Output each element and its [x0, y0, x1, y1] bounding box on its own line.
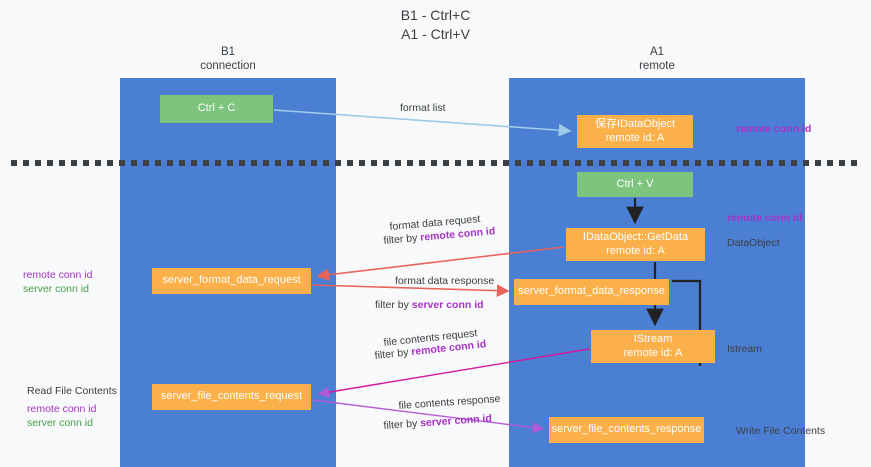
edge-label-format-data-response-filter: filter by server conn id [375, 298, 484, 312]
node-idataobject-getdata[interactable]: IDataObject::GetData remote id: A [566, 228, 705, 261]
node-ctrl-v[interactable]: Ctrl + V [577, 172, 693, 197]
annotation-dataobject: DataObject [727, 237, 780, 249]
title-line-1: B1 - Ctrl+C [400, 7, 471, 23]
annotation-write-file-contents: Write File Contents [736, 425, 826, 437]
node-ctrl-c-label: Ctrl + C [197, 102, 236, 115]
annotation-left-conn-ids-top: remote conn id server conn id [23, 268, 92, 296]
node-save-idataobject-remote-id: remote id: A [605, 131, 665, 144]
node-istream-remote-id: remote id: A [623, 346, 683, 359]
node-idataobject-getdata-label: IDataObject::GetData [582, 231, 689, 243]
node-istream-label: IStream [633, 333, 673, 345]
edge-label-format-data-response-filter-key: server conn id [411, 299, 484, 311]
lane-header-a1-subtitle: remote [639, 59, 675, 72]
dashed-divider [11, 160, 860, 166]
node-save-idataobject[interactable]: 保存IDataObject remote id: A [577, 115, 693, 148]
lane-header-b1: B1 connection [120, 46, 336, 73]
node-save-idataobject-label: 保存IDataObject [594, 118, 676, 130]
edge-label-file-contents-response: file contents response [398, 392, 501, 412]
lane-header-b1-title: B1 [220, 46, 236, 58]
node-server-file-contents-request-label: server_file_contents_request [160, 390, 303, 403]
annotation-left-remote-conn-id-2: remote conn id [27, 403, 97, 415]
edge-label-format-data-response: format data response [395, 275, 495, 287]
edge-label-file-contents-response-filter-key: server conn id [419, 412, 493, 430]
lane-header-a1: A1 remote [509, 46, 805, 73]
edge-label-format-list: format list [400, 102, 446, 114]
node-server-file-contents-request[interactable]: server_file_contents_request [152, 384, 311, 410]
node-server-file-contents-response[interactable]: server_file_contents_response [549, 417, 704, 443]
annotation-left-server-conn-id-1: server conn id [23, 283, 89, 295]
edge-label-file-contents-request-filter-prefix: filter by [374, 346, 412, 362]
annotation-left-remote-conn-id-1: remote conn id [23, 269, 93, 281]
node-server-format-data-request-label: server_format_data_request [162, 274, 301, 287]
annotation-istream: Istream [727, 343, 763, 355]
lane-header-b1-subtitle: connection [200, 59, 256, 72]
edge-label-file-contents-response-filter-prefix: filter by [383, 417, 421, 432]
annotation-remote-conn-id-mid: remote conn id [727, 212, 803, 224]
diagram-title: B1 - Ctrl+C A1 - Ctrl+V [0, 6, 871, 44]
title-line-2: A1 - Ctrl+V [401, 26, 470, 42]
annotation-left-server-conn-id-2: server conn id [27, 417, 93, 429]
node-ctrl-c[interactable]: Ctrl + C [160, 95, 273, 123]
edge-label-format-data-request-filter-prefix: filter by [383, 231, 421, 247]
annotation-read-file-contents: Read File Contents [27, 385, 117, 397]
node-server-format-data-response[interactable]: server_format_data_response [514, 279, 669, 305]
node-server-format-data-request[interactable]: server_format_data_request [152, 268, 311, 294]
node-ctrl-v-label: Ctrl + V [616, 177, 654, 190]
edge-label-file-contents-response-filter: filter by server conn id [383, 411, 492, 433]
annotation-left-conn-ids-bottom: remote conn id server conn id [27, 402, 96, 430]
node-server-file-contents-response-label: server_file_contents_response [551, 423, 702, 436]
edge-label-format-data-response-filter-prefix: filter by [375, 299, 412, 311]
node-server-format-data-response-label: server_format_data_response [518, 285, 665, 298]
node-istream[interactable]: IStream remote id: A [591, 330, 715, 363]
lane-header-a1-title: A1 [649, 46, 665, 58]
annotation-remote-conn-id-top: remote conn id [736, 123, 812, 135]
node-idataobject-getdata-remote-id: remote id: A [606, 244, 665, 257]
